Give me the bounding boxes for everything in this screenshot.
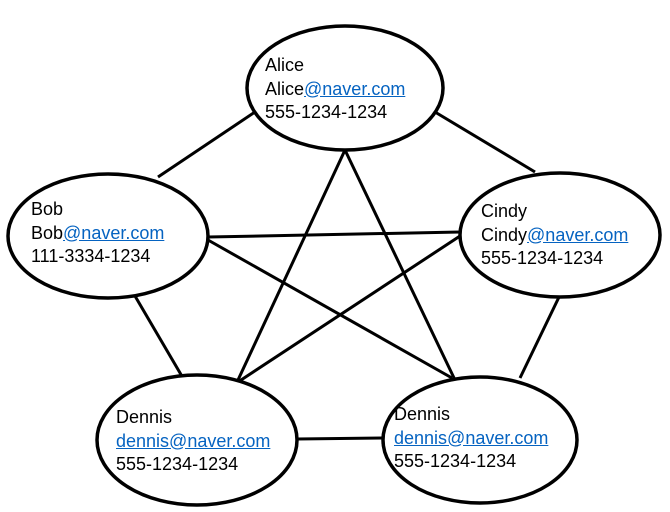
node-dennis-right-text: Dennis dennis@naver.com 555-1234-1234 (394, 403, 548, 474)
edge-alice-cindy (434, 110, 536, 174)
node-bob-name: Bob (31, 199, 64, 219)
node-dennis-left-name: Dennis (116, 407, 173, 427)
node-dennis-right-phone: 555-1234-1234 (394, 451, 517, 471)
node-alice-email: Alice@naver.com (265, 78, 405, 102)
node-cindy-phone: 555-1234-1234 (481, 248, 604, 268)
node-dennis-right-name: Dennis (394, 404, 451, 424)
edge-bob-dennis-left (133, 295, 185, 379)
node-dennis-left-ellipse[interactable] (95, 373, 299, 507)
node-alice-phone: 555-1234-1234 (265, 102, 388, 122)
node-bob-ellipse[interactable] (6, 172, 210, 300)
node-dennis-right-email-link[interactable]: dennis@naver.com (394, 427, 549, 448)
edge-cindy-dennis-left (237, 234, 461, 384)
node-dennis-right-ellipse[interactable] (381, 375, 579, 505)
node-bob-phone: 111-3334-1234 (31, 246, 151, 266)
edge-alice-dennis-right (343, 149, 457, 381)
node-cindy-email-prefix: Cindy (481, 224, 528, 245)
node-bob-email: Bob@naver.com (31, 222, 164, 246)
node-dennis-right-email: dennis@naver.com (394, 427, 548, 451)
edge-dennis-left-dennis-right (296, 436, 384, 441)
edge-alice-bob (157, 110, 256, 179)
node-dennis-left-phone: 555-1234-1234 (116, 454, 239, 474)
node-alice-text: Alice Alice@naver.com 555-1234-1234 (265, 54, 405, 125)
node-alice-ellipse[interactable] (245, 24, 445, 152)
node-alice-email-prefix: Alice (265, 78, 305, 99)
edge-bob-dennis-right (207, 238, 453, 380)
node-cindy-name: Cindy (481, 201, 528, 221)
node-bob-text: Bob Bob@naver.com 111-3334-1234 (31, 198, 164, 269)
node-dennis-left-email: dennis@naver.com (116, 430, 270, 454)
edge-cindy-dennis-right (518, 294, 562, 379)
node-bob-email-prefix: Bob (31, 222, 64, 243)
edge-alice-dennis-left (236, 149, 347, 381)
node-cindy-ellipse[interactable] (458, 171, 662, 299)
node-alice-email-link[interactable]: @naver.com (304, 78, 406, 99)
node-dennis-left-text: Dennis dennis@naver.com 555-1234-1234 (116, 406, 270, 477)
edge-bob-cindy (207, 230, 461, 239)
node-bob-email-link[interactable]: @naver.com (63, 222, 165, 243)
node-dennis-left-email-link[interactable]: dennis@naver.com (116, 430, 271, 451)
node-cindy-email: Cindy@naver.com (481, 224, 628, 248)
node-cindy-email-link[interactable]: @naver.com (527, 224, 629, 245)
node-cindy-text: Cindy Cindy@naver.com 555-1234-1234 (481, 200, 628, 271)
node-alice-name: Alice (265, 55, 305, 75)
